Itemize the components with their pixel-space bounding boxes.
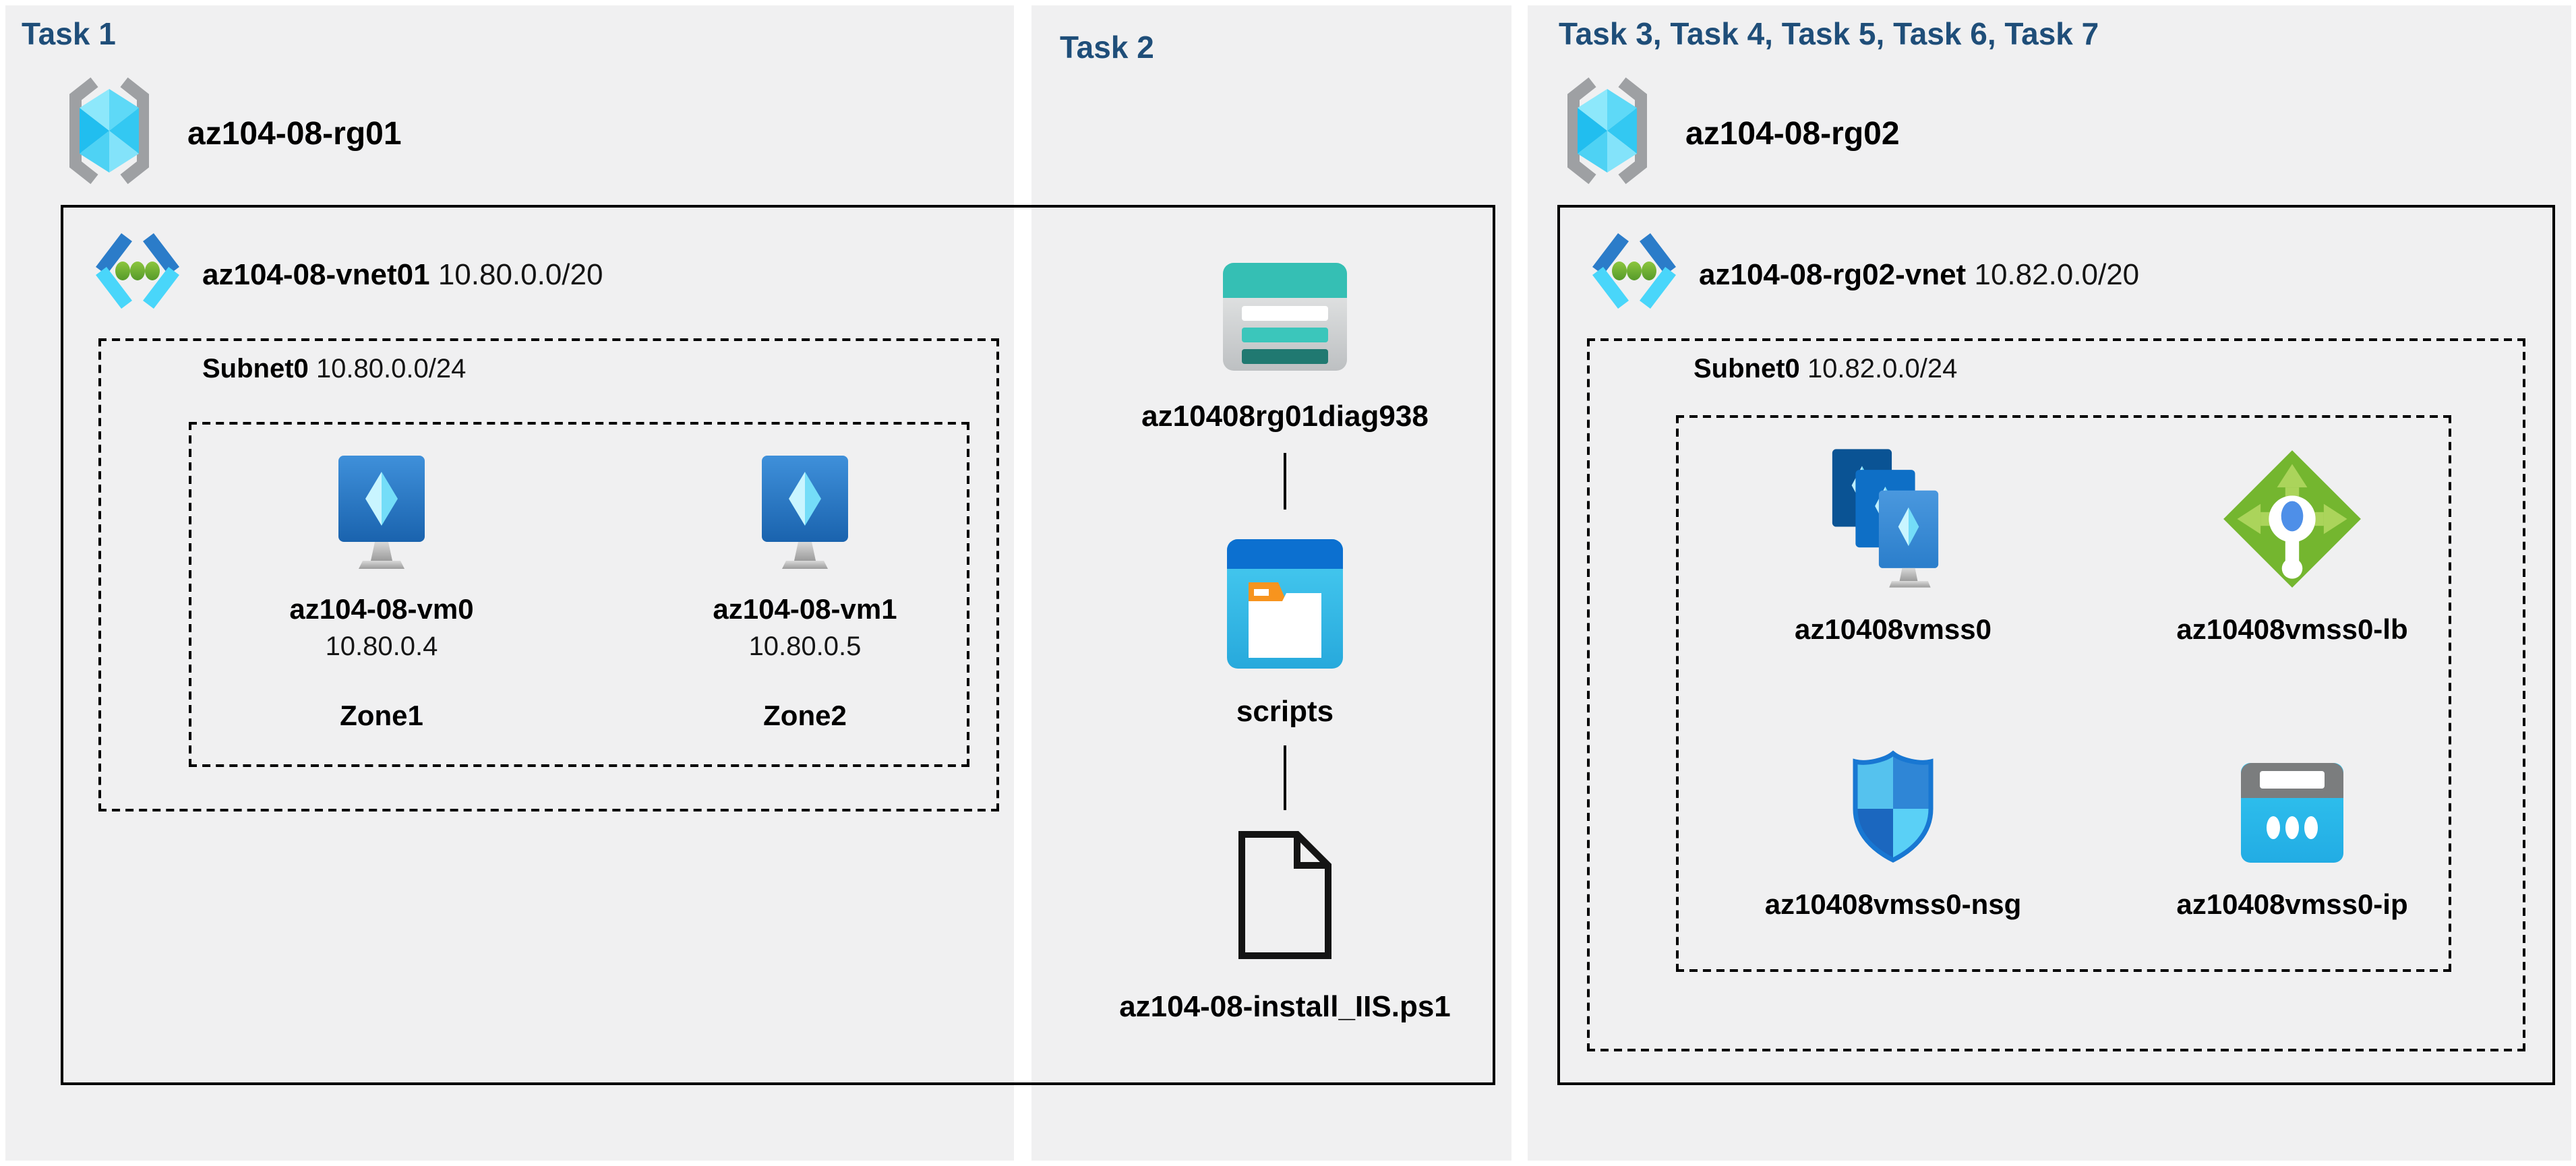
vnet-cidr: 10.82.0.0/20	[1974, 257, 2140, 290]
file-name: az104-08-install_IIS.ps1	[1119, 989, 1451, 1023]
solid-box-task1-2	[61, 205, 1495, 1085]
panel-task1	[5, 5, 1014, 1161]
nsg-icon	[1845, 744, 1942, 865]
resource-name: az10408vmss0-nsg	[1764, 890, 2022, 921]
resource-name: az10408vmss0	[1795, 615, 1991, 646]
subnet-name: Subnet0	[202, 355, 309, 384]
load-balancer-item: az10408vmss0-lb	[2117, 445, 2467, 647]
resource-group-row: az104-08-rg02	[1556, 75, 1900, 193]
vm-item: az104-08-vm0 10.80.0.4 Zone1	[220, 456, 543, 733]
resource-group-icon	[58, 75, 160, 193]
vm-ip: 10.80.0.4	[325, 632, 438, 662]
subnet-box	[1587, 338, 2525, 1051]
vmss-item: az10408vmss0	[1718, 445, 2068, 647]
blob-container-icon	[1227, 539, 1343, 675]
container-name: scripts	[1236, 694, 1334, 728]
vm-zone: Zone2	[763, 701, 847, 732]
resource-group-icon	[1556, 75, 1658, 193]
virtual-machine-icon	[336, 456, 427, 581]
vm-name: az104-08-vm1	[713, 594, 897, 625]
vm-name: az104-08-vm0	[289, 594, 474, 625]
vm-ip: 10.80.0.5	[748, 632, 862, 662]
connector-line	[1284, 453, 1286, 510]
resource-name: az10408vmss0-ip	[2176, 890, 2408, 921]
subnet-cidr: 10.80.0.0/24	[316, 355, 467, 384]
virtual-network-icon	[1591, 229, 1677, 319]
panel-task3	[1528, 5, 2571, 1161]
vm-zone: Zone1	[340, 701, 423, 732]
resource-group-name: az104-08-rg02	[1685, 115, 1900, 152]
task2-column: az10408rg01diag938 scripts	[1069, 263, 1501, 1024]
storage-account-icon	[1223, 263, 1347, 377]
resource-group-row: az104-08-rg01	[58, 75, 402, 193]
zone-box	[189, 422, 969, 767]
vnet-row: az104-08-rg02-vnet 10.82.0.0/20	[1591, 229, 2139, 319]
vnet-name: az104-08-vnet01	[202, 257, 430, 290]
vnet-label: az104-08-vnet01 10.80.0.0/20	[202, 257, 603, 292]
nsg-item: az10408vmss0-nsg	[1718, 744, 2068, 922]
solid-box-task3	[1557, 205, 2555, 1085]
connector-line	[1284, 745, 1286, 810]
public-ip-item: az10408vmss0-ip	[2117, 744, 2467, 922]
public-ip-icon	[2236, 744, 2349, 865]
subnet-label: Subnet0 10.80.0.0/24	[202, 355, 466, 386]
load-balancer-icon	[2221, 445, 2364, 590]
resource-name: az10408vmss0-lb	[2176, 615, 2408, 646]
virtual-network-icon	[94, 229, 181, 319]
task1-title: Task 1	[22, 16, 116, 51]
file-icon	[1235, 829, 1335, 968]
vmss-icon	[1830, 445, 1956, 590]
subnet-label: Subnet0 10.82.0.0/24	[1694, 355, 1957, 386]
vnet-name: az104-08-rg02-vnet	[1699, 257, 1967, 290]
subnet-cidr: 10.82.0.0/24	[1807, 355, 1958, 384]
subnet-box	[98, 338, 999, 811]
vnet-row: az104-08-vnet01 10.80.0.0/20	[94, 229, 603, 319]
vnet-cidr: 10.80.0.0/20	[438, 257, 603, 290]
task2-title: Task 2	[1060, 30, 1154, 65]
resource-group-name: az104-08-rg01	[187, 115, 402, 152]
storage-account-name: az10408rg01diag938	[1141, 399, 1429, 433]
vnet-label: az104-08-rg02-vnet 10.82.0.0/20	[1699, 257, 2139, 292]
task3-title: Task 3, Task 4, Task 5, Task 6, Task 7	[1559, 16, 2099, 51]
virtual-machine-icon	[759, 456, 851, 581]
vm-item: az104-08-vm1 10.80.0.5 Zone2	[643, 456, 967, 733]
subnet-name: Subnet0	[1694, 355, 1800, 384]
vmss-grid-box	[1676, 415, 2451, 972]
